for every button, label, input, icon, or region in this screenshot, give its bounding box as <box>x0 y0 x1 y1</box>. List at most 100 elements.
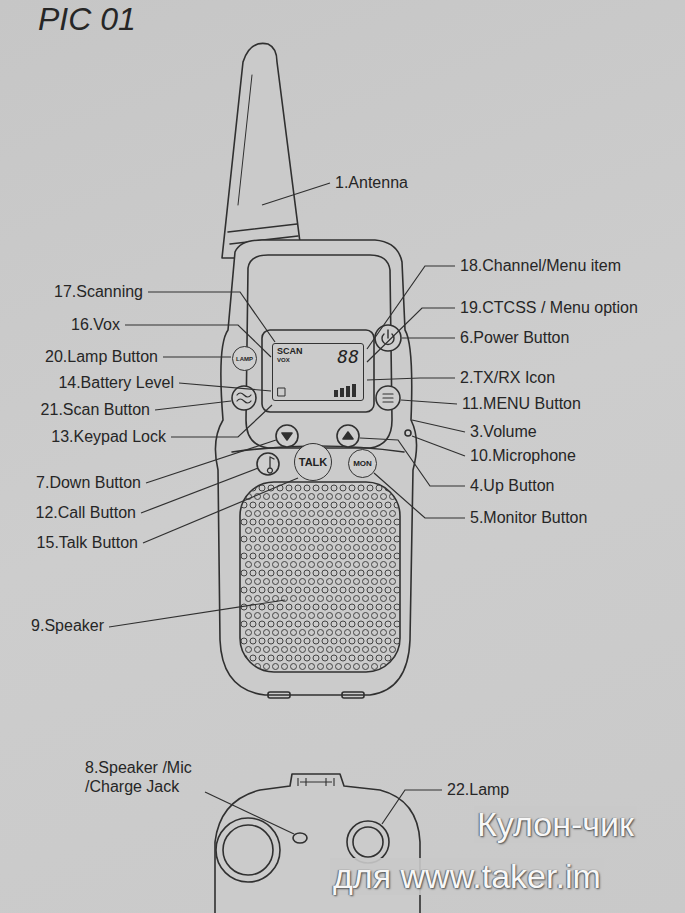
speaker-hole <box>246 613 252 619</box>
speaker-hole <box>282 579 288 585</box>
speaker-hole <box>291 630 297 636</box>
display-frame <box>262 330 374 412</box>
callout-label: 7.Down Button <box>36 473 141 492</box>
speaker-hole <box>259 587 265 593</box>
speaker-hole <box>304 553 310 559</box>
speaker-hole <box>372 545 378 551</box>
speaker-hole <box>304 655 310 661</box>
speaker-hole <box>309 562 315 568</box>
speaker-hole <box>282 664 288 670</box>
speaker-hole <box>358 502 364 508</box>
speaker-hole <box>246 528 252 534</box>
callout-label: 22.Lamp <box>447 780 509 799</box>
speaker-hole <box>250 570 256 576</box>
speaker-hole <box>345 545 351 551</box>
speaker-hole <box>354 596 360 602</box>
speaker-hole <box>390 545 396 551</box>
speaker-hole <box>336 494 342 500</box>
speaker-hole <box>273 630 279 636</box>
speaker-hole <box>304 570 310 576</box>
speaker-hole <box>372 528 378 534</box>
speaker-hole <box>259 553 265 559</box>
speaker-hole <box>318 545 324 551</box>
speaker-hole <box>309 579 315 585</box>
speaker-hole <box>246 596 252 602</box>
speaker-hole <box>300 630 306 636</box>
speaker-hole <box>363 664 369 670</box>
speaker-hole <box>313 519 319 525</box>
speaker-hole <box>259 570 265 576</box>
speaker-hole <box>363 511 369 517</box>
speaker-hole <box>381 579 387 585</box>
speaker-hole <box>354 545 360 551</box>
power-button <box>375 325 401 351</box>
speaker-hole <box>376 553 382 559</box>
callout-label: 14.Battery Level <box>58 373 174 392</box>
speaker-hole <box>264 494 270 500</box>
speaker-hole <box>246 545 252 551</box>
speaker-hole <box>313 570 319 576</box>
speaker-hole <box>277 604 283 610</box>
lcd-text: 88 <box>337 347 359 367</box>
clip-detail <box>298 778 334 786</box>
speaker-hole <box>354 647 360 653</box>
speaker-hole <box>318 494 324 500</box>
speaker-hole <box>363 528 369 534</box>
speaker-hole <box>268 502 274 508</box>
speaker-hole <box>309 511 315 517</box>
speaker-hole <box>390 528 396 534</box>
speaker-hole <box>250 485 256 491</box>
speaker-hole <box>309 630 315 636</box>
speaker-hole <box>331 553 337 559</box>
speaker-hole <box>349 485 355 491</box>
speaker-hole <box>354 511 360 517</box>
callout-label: 15.Talk Button <box>37 533 138 552</box>
speaker-hole <box>354 494 360 500</box>
speaker-hole <box>259 485 265 491</box>
callout-label: 4.Up Button <box>470 476 555 495</box>
callout-label: 18.Channel/Menu item <box>460 256 621 275</box>
speaker-hole <box>313 587 319 593</box>
speaker-hole <box>264 545 270 551</box>
battery-bar <box>346 386 350 397</box>
leader-line <box>205 792 294 834</box>
speaker-hole <box>259 536 265 542</box>
speaker-hole <box>336 528 342 534</box>
speaker-hole <box>255 528 261 534</box>
speaker-grille <box>240 482 400 672</box>
speaker-hole <box>295 519 301 525</box>
speaker-hole <box>300 647 306 653</box>
speaker-hole <box>304 502 310 508</box>
speaker-hole <box>381 528 387 534</box>
speaker-hole <box>381 562 387 568</box>
speaker-hole <box>394 655 400 661</box>
speaker-hole <box>291 579 297 585</box>
speaker-hole <box>376 502 382 508</box>
button-label: TALK <box>299 457 328 468</box>
speaker-hole <box>385 587 391 593</box>
callout-label: 16.Vox <box>71 315 120 334</box>
speaker-hole <box>318 596 324 602</box>
leader-line <box>143 478 298 543</box>
speaker-hole <box>291 596 297 602</box>
speaker-hole <box>309 664 315 670</box>
speaker-hole <box>331 536 337 542</box>
speaker-hole <box>327 494 333 500</box>
speaker-hole <box>390 494 396 500</box>
leader-line <box>262 183 330 205</box>
speaker-hole <box>318 579 324 585</box>
speaker-hole <box>349 536 355 542</box>
speaker-hole <box>345 630 351 636</box>
speaker-hole <box>322 604 328 610</box>
speaker-hole <box>286 604 292 610</box>
speaker-hole <box>241 621 247 627</box>
speaker-hole <box>241 638 247 644</box>
housing <box>215 240 416 695</box>
up-arrow <box>343 432 353 439</box>
speaker-hole <box>264 630 270 636</box>
speaker-hole <box>381 596 387 602</box>
front-panel <box>246 255 392 448</box>
speaker-hole <box>264 664 270 670</box>
speaker-hole <box>363 613 369 619</box>
speaker-hole <box>246 511 252 517</box>
